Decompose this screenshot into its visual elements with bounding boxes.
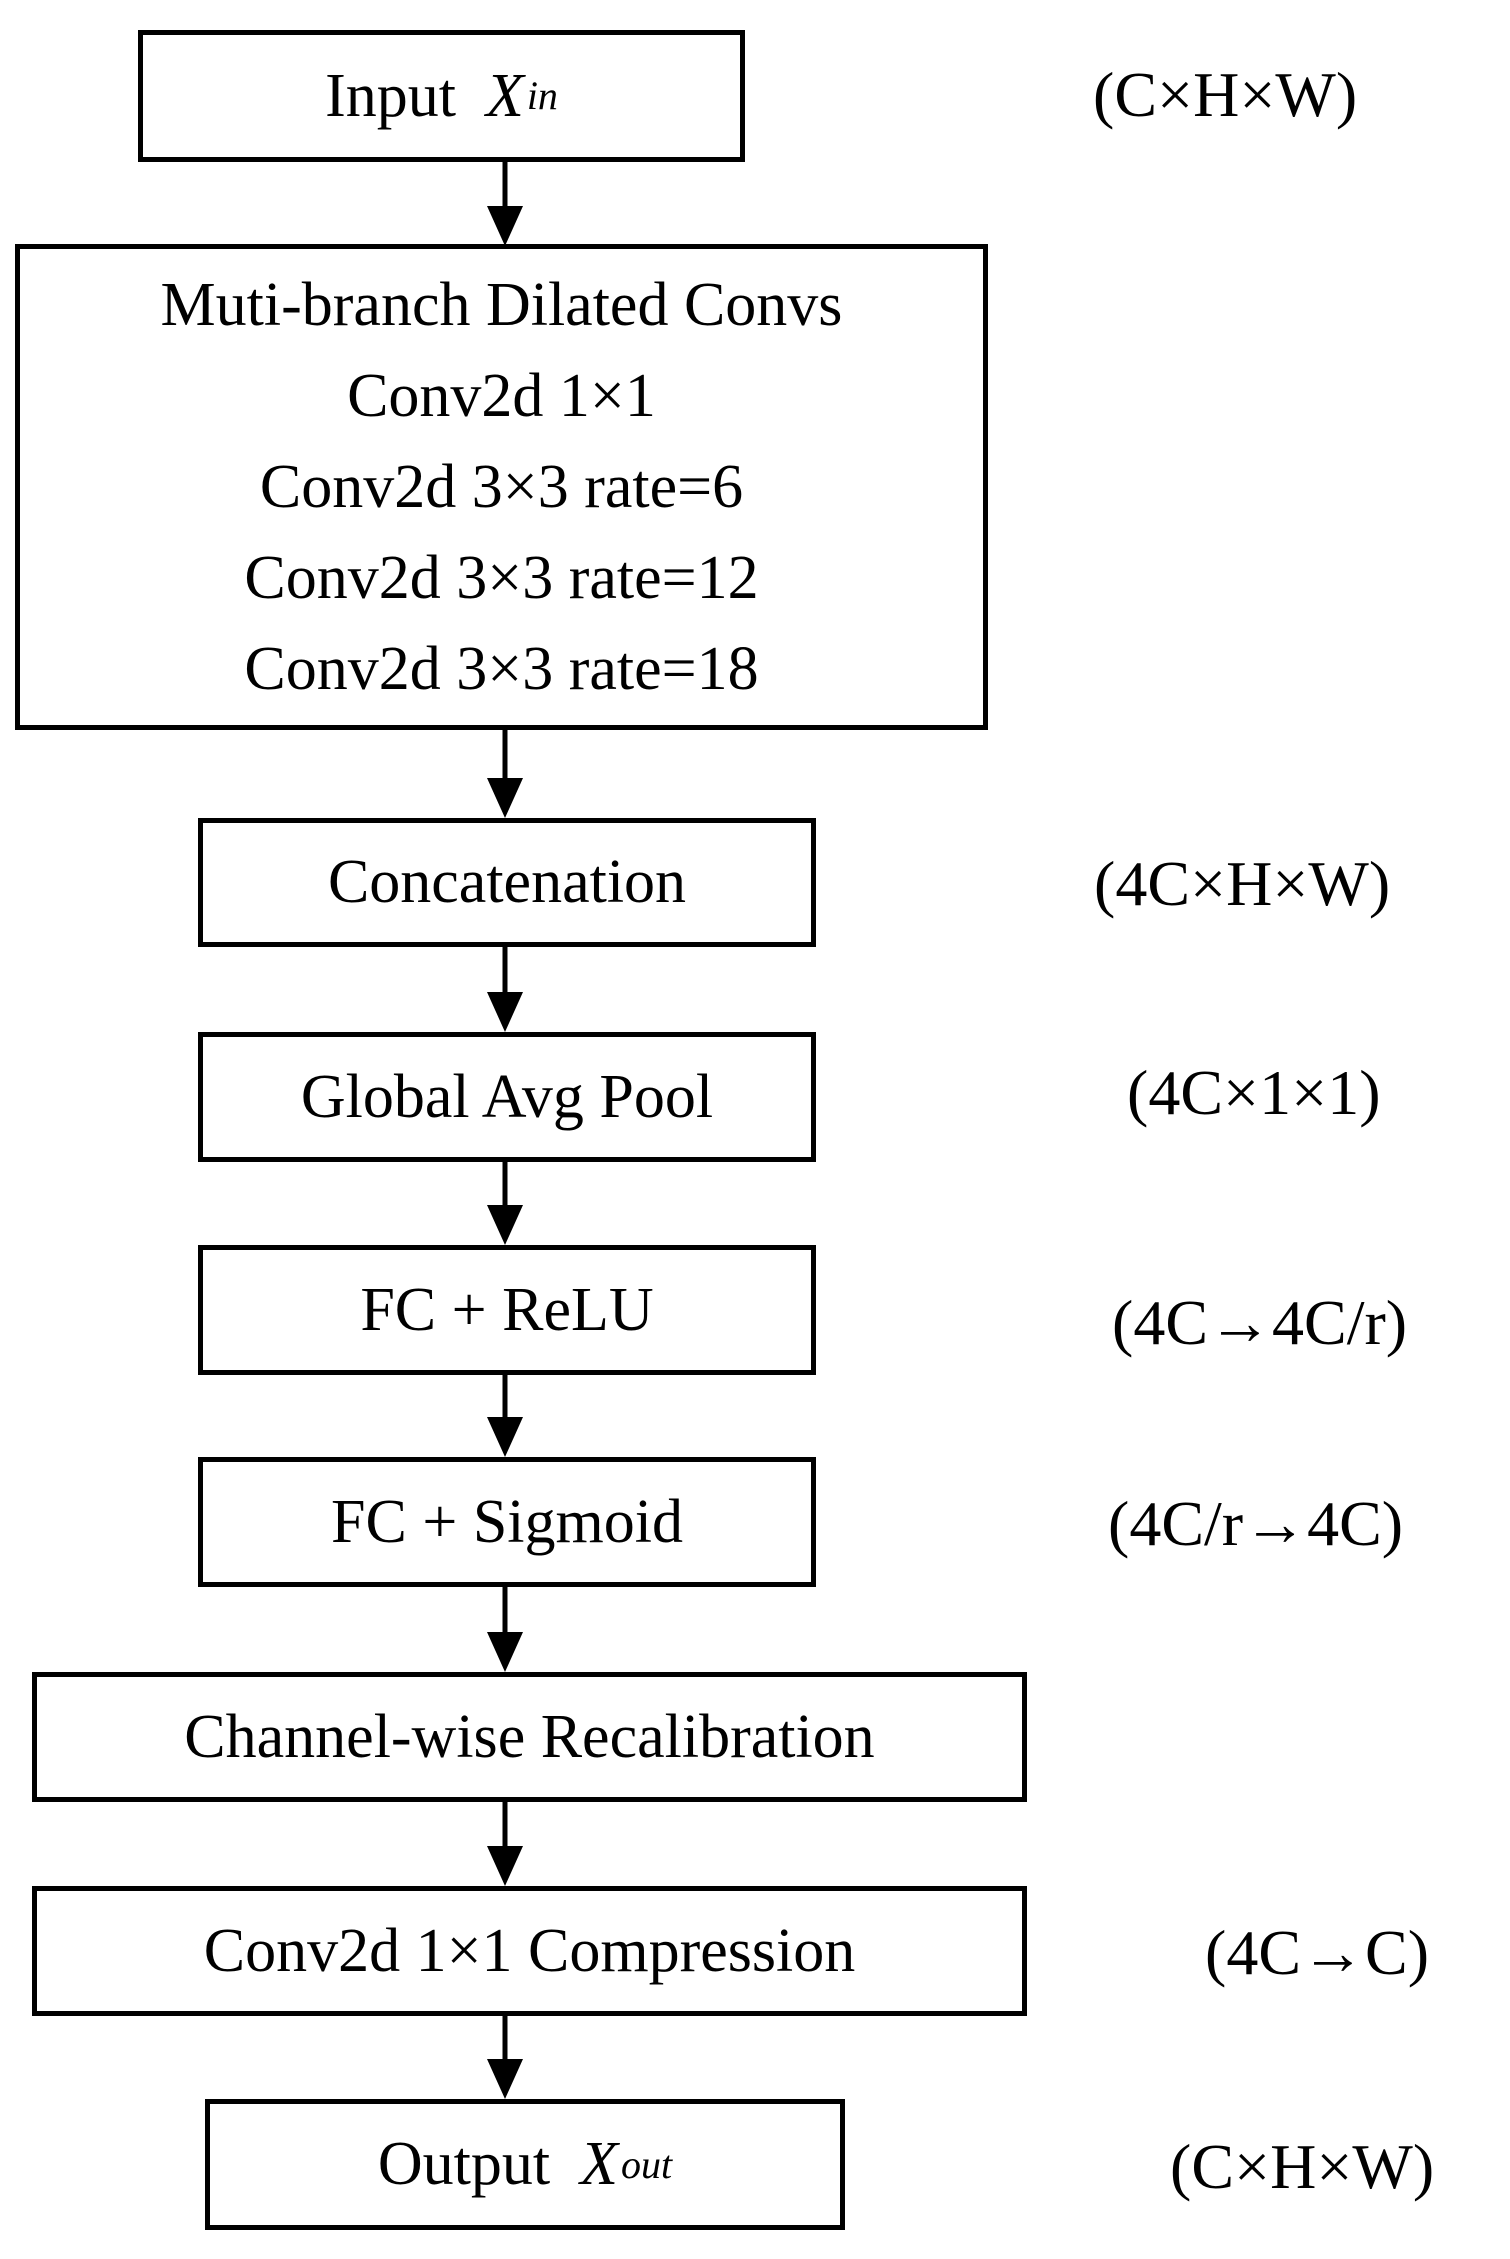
multibranch-line: Muti-branch Dilated Convs [160, 270, 843, 339]
arrow-head-icon [487, 778, 523, 818]
node-channel-recalibration: Channel-wise Recalibration [32, 1672, 1027, 1802]
node-multibranch: Muti-branch Dilated Convs Conv2d 1×1 Con… [15, 244, 988, 730]
arrow-head-icon [487, 206, 523, 246]
node-conv-compression-label: Conv2d 1×1 Compression [203, 1916, 856, 1985]
shape-annotation-compression: (4C→C) [1205, 1917, 1429, 1988]
shape-annotation-concat: (4C×H×W) [1094, 848, 1391, 919]
arrow-stem [502, 1162, 508, 1211]
arrow-head-icon [487, 2059, 523, 2099]
arrow-stem [502, 730, 508, 784]
arrow-stem [502, 162, 508, 212]
arrow-stem [502, 1802, 508, 1852]
node-output-var: X [580, 2130, 618, 2199]
arrow-head-icon [487, 1205, 523, 1245]
node-concatenation: Concatenation [198, 818, 816, 947]
arrow-head-icon [487, 1417, 523, 1457]
node-channel-recalibration-label: Channel-wise Recalibration [184, 1702, 875, 1771]
multibranch-line: Conv2d 1×1 [347, 361, 656, 430]
node-global-avg-pool-label: Global Avg Pool [300, 1062, 714, 1131]
flow-arrow-4 [485, 1162, 525, 1245]
node-fc-relu: FC + ReLU [198, 1245, 816, 1375]
arrow-stem [502, 947, 508, 998]
node-output-var-subscript: out [620, 2141, 673, 2187]
node-fc-sigmoid: FC + Sigmoid [198, 1457, 816, 1587]
shape-annotation-input: (C×H×W) [1093, 59, 1358, 130]
shape-annotation-fc-relu: (4C→4C/r) [1112, 1287, 1408, 1358]
multibranch-line: Conv2d 3×3 rate=6 [259, 452, 744, 521]
arrow-stem [502, 2016, 508, 2065]
flow-arrow-6 [485, 1587, 525, 1672]
flow-arrow-1 [485, 162, 525, 246]
shape-annotation-fc-sigmoid: (4C/r→4C) [1108, 1488, 1404, 1559]
node-fc-relu-label: FC + ReLU [360, 1275, 654, 1344]
flow-arrow-5 [485, 1375, 525, 1457]
node-output-label: Output [377, 2130, 551, 2199]
flow-arrow-2 [485, 730, 525, 818]
arrow-stem [502, 1375, 508, 1423]
arrow-head-icon [487, 1846, 523, 1886]
shape-annotation-gap: (4C×1×1) [1127, 1057, 1381, 1128]
arrow-head-icon [487, 992, 523, 1032]
node-input-var-subscript: in [526, 73, 558, 118]
flow-arrow-8 [485, 2016, 525, 2099]
node-input-var: X [485, 61, 524, 130]
flow-arrow-3 [485, 947, 525, 1032]
arrow-head-icon [487, 1632, 523, 1672]
node-global-avg-pool: Global Avg Pool [198, 1032, 816, 1162]
flow-arrow-7 [485, 1802, 525, 1886]
node-conv-compression: Conv2d 1×1 Compression [32, 1886, 1027, 2016]
multibranch-line: Conv2d 3×3 rate=12 [244, 543, 759, 612]
shape-annotation-output: (C×H×W) [1170, 2131, 1435, 2202]
node-concatenation-label: Concatenation [327, 848, 687, 917]
multibranch-line: Conv2d 3×3 rate=18 [244, 634, 759, 703]
arrow-stem [502, 1587, 508, 1638]
node-fc-sigmoid-label: FC + Sigmoid [331, 1487, 683, 1556]
node-input-label: Input [325, 61, 456, 130]
